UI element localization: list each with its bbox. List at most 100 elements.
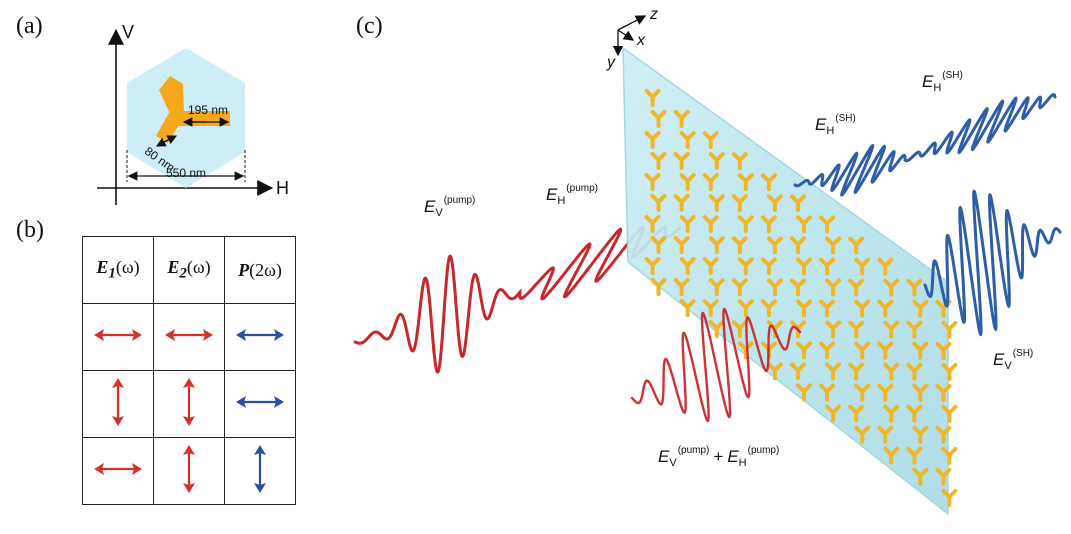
y-nanostructure (854, 257, 871, 276)
y-nanostructure (883, 362, 900, 381)
y-nanostructure (737, 341, 754, 360)
table-row (82, 437, 296, 505)
mixed-pump-wave (630, 307, 802, 423)
y-nanostructure (644, 256, 661, 275)
y-nanostructure (679, 257, 696, 276)
vertical-arrow-icon (183, 377, 195, 426)
y-nanostructure (848, 362, 865, 381)
y-nanostructure (906, 278, 923, 297)
y-nanostructure (877, 341, 894, 360)
y-nanostructure (644, 172, 661, 191)
y-nanostructure (906, 362, 923, 381)
y-nanostructure (760, 257, 777, 276)
panel-label-b: (b) (16, 217, 44, 243)
y-nanostructure (644, 214, 661, 233)
y-nanostructure (766, 362, 783, 381)
y-nanostructure (848, 236, 865, 255)
y-nanostructure (760, 215, 777, 234)
y-nanostructure (673, 236, 690, 255)
y-nanostructure (737, 215, 754, 234)
v-axis-label: V (122, 22, 135, 42)
y-nanostructure (679, 299, 696, 318)
y-nanostructure (941, 320, 958, 339)
arm-length-label: 195 nm (188, 103, 229, 117)
y-nanostructure (877, 257, 894, 276)
y-nanostructure (941, 446, 958, 465)
y-nanostructure (673, 110, 690, 129)
y-nanostructure (877, 425, 894, 444)
y-nanostructure (708, 278, 725, 297)
y-nanostructure (702, 215, 719, 234)
y-nanostructure (935, 383, 952, 402)
y-nanostructure (731, 278, 748, 297)
y-nanostructure (941, 488, 958, 507)
y-nanostructure (825, 278, 842, 297)
y-nanostructure (673, 194, 690, 213)
y-nanostructure (737, 299, 754, 318)
table-row (82, 303, 296, 371)
nanostructure-array (644, 88, 958, 507)
y-nanostructure (673, 278, 690, 297)
y-nanostructure (912, 467, 929, 486)
panel-label-a: (a) (16, 13, 43, 39)
y-nanostructure (819, 341, 836, 360)
y-nanostructure (935, 467, 952, 486)
y-nanostructure (737, 173, 754, 192)
y-nanostructure (883, 278, 900, 297)
y-nanostructure (935, 341, 952, 360)
y-nanostructure (673, 152, 690, 171)
z-axis-label: z (650, 6, 658, 23)
y-nanostructure (883, 404, 900, 423)
y-nanostructure (848, 404, 865, 423)
y-nanostructure (766, 278, 783, 297)
horizontal-arrow-icon (165, 328, 213, 341)
label-eh-sh-upper: EH(SH) (922, 70, 963, 94)
y-nanostructure (790, 236, 806, 255)
y-nanostructure (760, 299, 777, 318)
y-nanostructure (650, 193, 667, 212)
y-nanostructure (877, 299, 894, 318)
y-nanostructure (702, 173, 719, 192)
y-nanostructure (708, 320, 725, 339)
y-nanostructure (848, 278, 865, 297)
sh-wave-h-lower (793, 144, 907, 197)
metasurface-slab (622, 46, 949, 516)
polarization-table: E1(ω) E2(ω) P(2ω) (82, 236, 296, 505)
y-nanostructure (737, 257, 754, 276)
unit-cell-diagram (97, 28, 274, 205)
y-nanostructure (819, 215, 836, 234)
y-nanostructure (825, 236, 842, 255)
y-nanostructure (731, 194, 748, 213)
y-nanostructure (644, 88, 661, 107)
y-nanostructure (883, 446, 900, 465)
y-nanostructure (796, 215, 812, 234)
period-label: 550 nm (166, 166, 207, 180)
sh-wave-v (923, 189, 1062, 337)
y-nanostructure (941, 362, 958, 381)
y-nanostructure (854, 299, 871, 318)
y-nanostructure (796, 257, 812, 276)
y-nanostructure (644, 130, 661, 149)
y-nanostructure (731, 236, 748, 255)
vertical-arrow-icon (254, 444, 266, 493)
y-nanostructure (650, 277, 667, 296)
y-nanostructure (766, 194, 783, 213)
y-nanostructure (906, 446, 923, 465)
y-nanostructure (790, 194, 806, 213)
horizontal-arrow-icon (94, 462, 142, 475)
y-nanostructure (702, 131, 719, 150)
header-p: P(2ω) (224, 236, 296, 304)
y-nanostructure (708, 194, 725, 213)
label-eh-sh-lower: EH(SH) (815, 113, 856, 137)
y-nanostructure (650, 151, 667, 170)
header-e1: E1(ω) (82, 236, 154, 304)
label-combined-pump: EV(pump)+EH(pump) (658, 445, 780, 469)
y-nanostructure (790, 362, 806, 381)
vertical-arrow-icon (183, 444, 195, 493)
table-header-row: E1(ω) E2(ω) P(2ω) (82, 236, 296, 304)
y-nanostructure (819, 299, 836, 318)
sh-wave-h-upper (903, 93, 1057, 163)
y-nanostructure (819, 383, 836, 402)
y-nanostructure (708, 152, 725, 171)
y-nanostructure (731, 320, 748, 339)
